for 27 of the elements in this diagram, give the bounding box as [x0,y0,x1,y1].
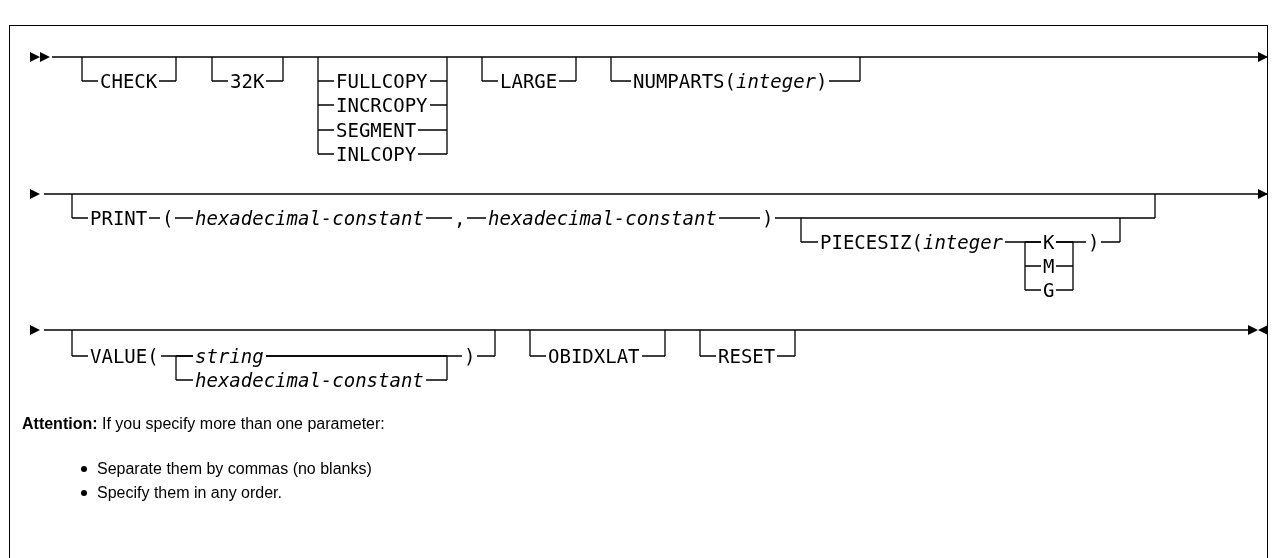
syntax-keyword: G [1041,280,1057,300]
syntax-keyword: NUMPARTS(integer) [631,71,830,91]
syntax-delimiter: ) [1086,232,1102,252]
syntax-keyword: INCRCOPY [334,95,430,115]
syntax-delimiter: ) [760,208,776,228]
syntax-delimiter: ( [160,208,176,228]
syntax-keyword: CHECK [98,71,160,91]
syntax-keyword: K [1041,232,1057,252]
syntax-variable: hexadecimal-constant [486,208,719,228]
syntax-keyword: RESET [716,346,778,366]
note-text: Attention: If you specify more than one parameter: [22,415,385,433]
syntax-keyword: FULLCOPY [334,71,430,91]
syntax-keyword: INLCOPY [334,144,419,164]
syntax-keyword: PRINT [88,208,150,228]
syntax-keyword: LARGE [498,71,560,91]
syntax-keyword: OBIDXLAT [546,346,642,366]
syntax-variable: string [193,346,266,366]
syntax-keyword: 32K [228,71,267,91]
syntax-variable: hexadecimal-constant [193,208,426,228]
syntax-keyword: M [1041,256,1057,276]
bullet-text: Separate them by commas (no blanks) [97,460,372,478]
syntax-keyword: VALUE( [88,346,161,366]
syntax-variable: hexadecimal-constant [193,370,426,390]
syntax-delimiter: ) [462,346,478,366]
syntax-keyword: PIECESIZ(integer [818,232,1006,252]
syntax-keyword: SEGMENT [334,120,419,140]
bullet-text: Specify them in any order. [97,484,282,502]
